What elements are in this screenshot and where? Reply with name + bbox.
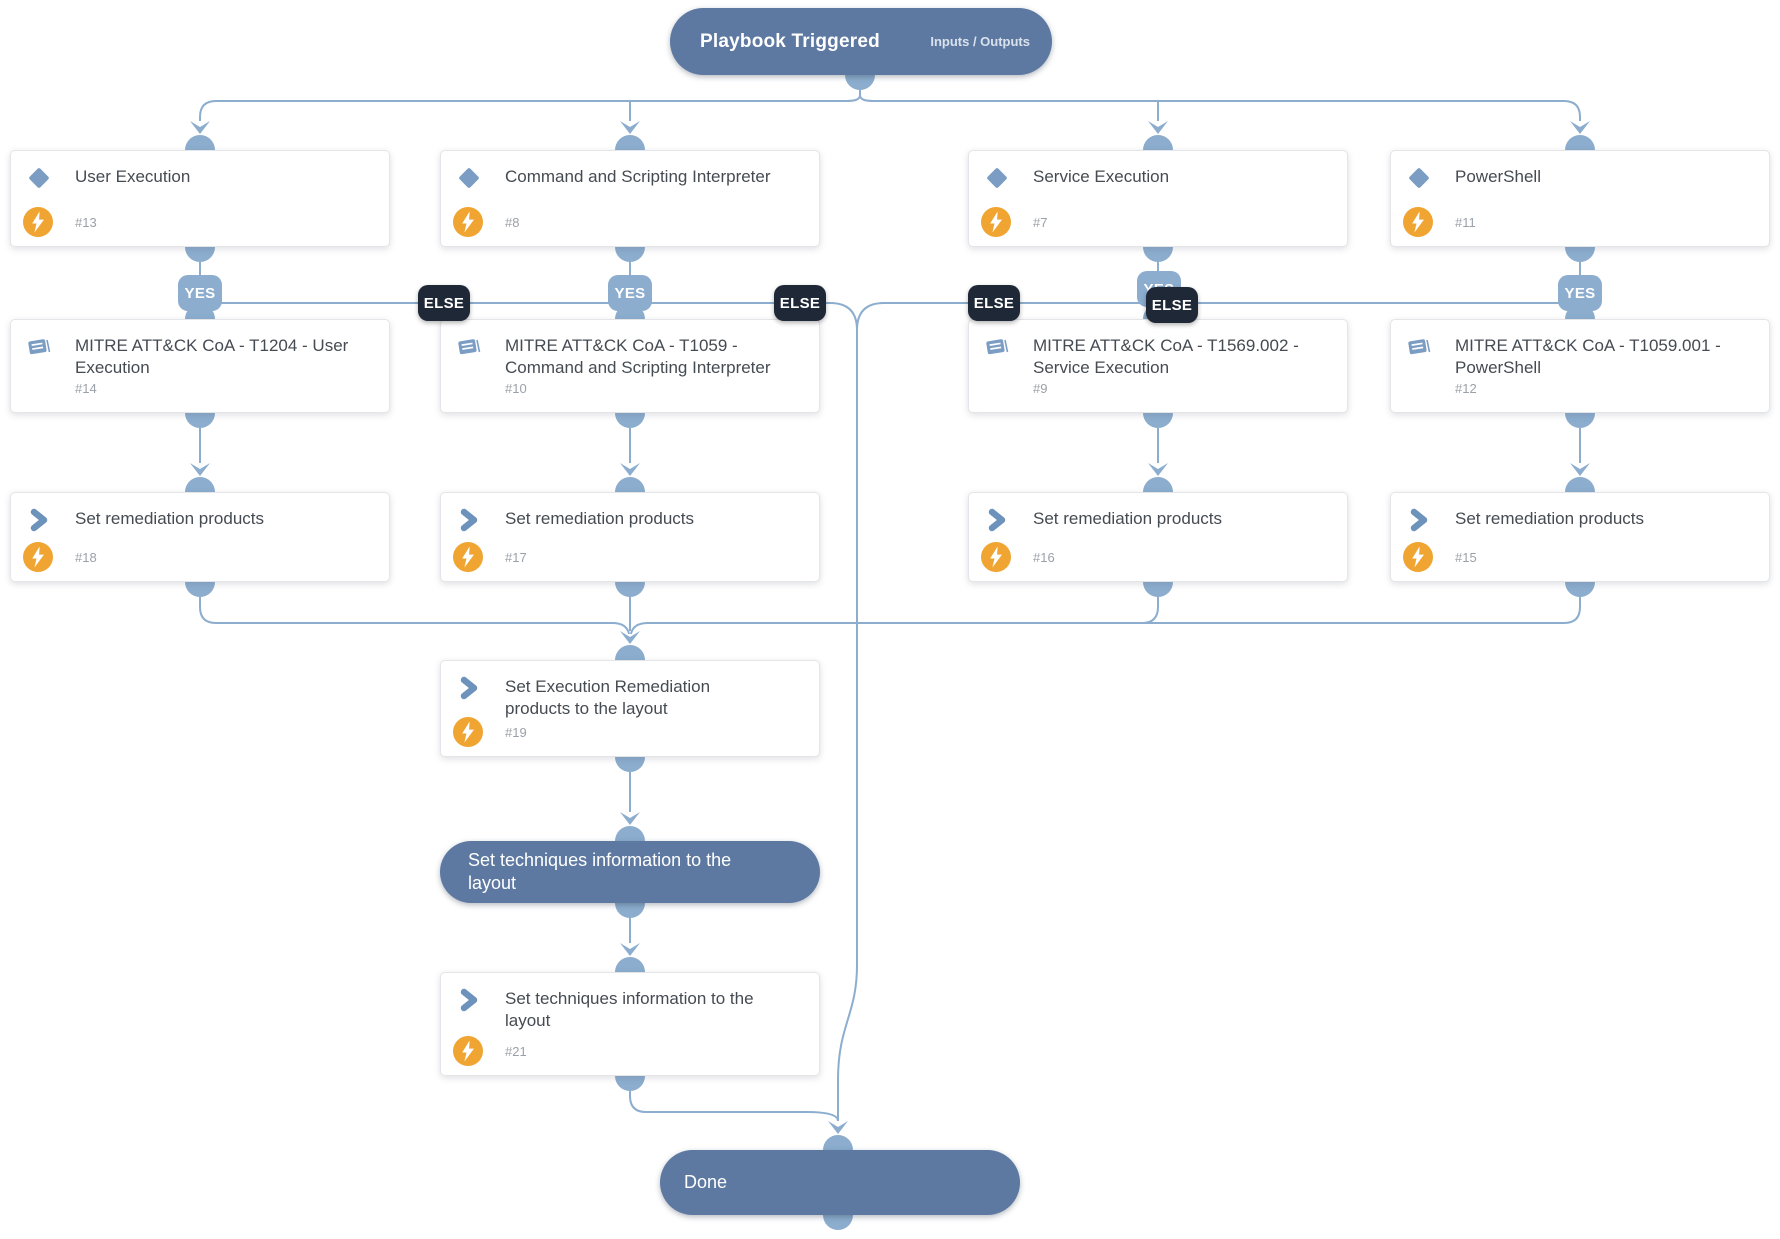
subplaybook-icon <box>456 334 482 360</box>
condition-diamond-icon <box>1406 165 1432 191</box>
condition-diamond-icon <box>984 165 1010 191</box>
task-number: #14 <box>75 381 97 396</box>
task-number: #15 <box>1455 550 1477 565</box>
automation-bolt-icon <box>23 542 53 572</box>
automation-chevron-icon <box>456 987 482 1013</box>
task-title: Set remediation products <box>1455 509 1644 528</box>
task-title: MITRE ATT&CK CoA - T1204 - User Executio… <box>75 336 349 377</box>
task-node-18[interactable]: Set remediation products #18 <box>10 492 390 582</box>
automation-chevron-icon <box>1406 507 1432 533</box>
condition-diamond-icon <box>26 165 52 191</box>
section-header-node[interactable]: Set techniques information to the layout <box>440 841 820 903</box>
task-node-15[interactable]: Set remediation products #15 <box>1390 492 1770 582</box>
automation-chevron-icon <box>26 507 52 533</box>
yes-badge: YES <box>608 275 652 311</box>
task-title: Command and Scripting Interpreter <box>505 167 771 186</box>
section-header-title: Set techniques information to the layout <box>468 850 732 893</box>
task-title: MITRE ATT&CK CoA - T1569.002 - Service E… <box>1033 336 1299 377</box>
else-badge: ELSE <box>418 285 470 321</box>
automation-bolt-icon <box>453 542 483 572</box>
task-title: Set remediation products <box>505 509 694 528</box>
automation-bolt-icon <box>1403 207 1433 237</box>
task-node-14[interactable]: MITRE ATT&CK CoA - T1204 - User Executio… <box>10 319 390 413</box>
task-node-17[interactable]: Set remediation products #17 <box>440 492 820 582</box>
yes-badge: YES <box>178 275 222 311</box>
done-title: Done <box>684 1172 728 1192</box>
task-number: #18 <box>75 550 97 565</box>
task-node-11[interactable]: PowerShell #11 <box>1390 150 1770 247</box>
automation-chevron-icon <box>456 507 482 533</box>
playbook-trigger-title: Playbook Triggered <box>700 30 880 52</box>
task-node-9[interactable]: MITRE ATT&CK CoA - T1569.002 - Service E… <box>968 319 1348 413</box>
automation-chevron-icon <box>984 507 1010 533</box>
task-number: #21 <box>505 1044 527 1059</box>
condition-diamond-icon <box>456 165 482 191</box>
automation-bolt-icon <box>453 1036 483 1066</box>
task-number: #17 <box>505 550 527 565</box>
task-node-8[interactable]: Command and Scripting Interpreter #8 <box>440 150 820 247</box>
else-badge: ELSE <box>774 285 826 321</box>
task-node-16[interactable]: Set remediation products #16 <box>968 492 1348 582</box>
task-title: MITRE ATT&CK CoA - T1059.001 - PowerShel… <box>1455 336 1721 377</box>
done-node[interactable]: Done <box>660 1150 1020 1215</box>
task-title: PowerShell <box>1455 167 1541 186</box>
task-title: Set techniques information to the layout <box>505 989 754 1030</box>
task-number: #8 <box>505 215 520 230</box>
automation-chevron-icon <box>456 675 482 701</box>
task-node-10[interactable]: MITRE ATT&CK CoA - T1059 - Command and S… <box>440 319 820 413</box>
task-node-19[interactable]: Set Execution Remediation products to th… <box>440 660 820 757</box>
task-number: #7 <box>1033 215 1048 230</box>
task-number: #10 <box>505 381 527 396</box>
task-title: Service Execution <box>1033 167 1170 186</box>
automation-bolt-icon <box>981 207 1011 237</box>
task-number: #13 <box>75 215 97 230</box>
task-number: #11 <box>1455 215 1476 230</box>
automation-bolt-icon <box>453 717 483 747</box>
playbook-trigger-node[interactable]: Playbook Triggered Inputs / Outputs <box>670 8 1052 75</box>
task-number: #19 <box>505 725 527 740</box>
task-title: Set Execution Remediation products to th… <box>505 677 711 718</box>
arrowheads <box>190 121 1590 1134</box>
else-badge: ELSE <box>1146 287 1198 323</box>
automation-bolt-icon <box>453 207 483 237</box>
subplaybook-icon <box>1406 334 1432 360</box>
edge-lines <box>199 90 1581 1122</box>
automation-bolt-icon <box>23 207 53 237</box>
task-number: #12 <box>1455 381 1477 396</box>
automation-bolt-icon <box>1403 542 1433 572</box>
subplaybook-icon <box>26 334 52 360</box>
task-title: Set remediation products <box>1033 509 1222 528</box>
automation-bolt-icon <box>981 542 1011 572</box>
task-number: #16 <box>1033 550 1055 565</box>
task-node-21[interactable]: Set techniques information to the layout… <box>440 972 820 1076</box>
task-title: User Execution <box>75 167 191 186</box>
task-node-12[interactable]: MITRE ATT&CK CoA - T1059.001 - PowerShel… <box>1390 319 1770 413</box>
task-title: Set remediation products <box>75 509 264 528</box>
connector-domes <box>185 75 1595 1230</box>
else-badge: ELSE <box>968 285 1020 321</box>
yes-badge: YES <box>1558 275 1602 311</box>
subplaybook-icon <box>984 334 1010 360</box>
task-number: #9 <box>1033 381 1048 396</box>
task-title: MITRE ATT&CK CoA - T1059 - Command and S… <box>505 336 771 377</box>
task-node-13[interactable]: User Execution #13 <box>10 150 390 247</box>
inputs-outputs-button[interactable]: Inputs / Outputs <box>930 34 1030 49</box>
task-node-7[interactable]: Service Execution #7 <box>968 150 1348 247</box>
